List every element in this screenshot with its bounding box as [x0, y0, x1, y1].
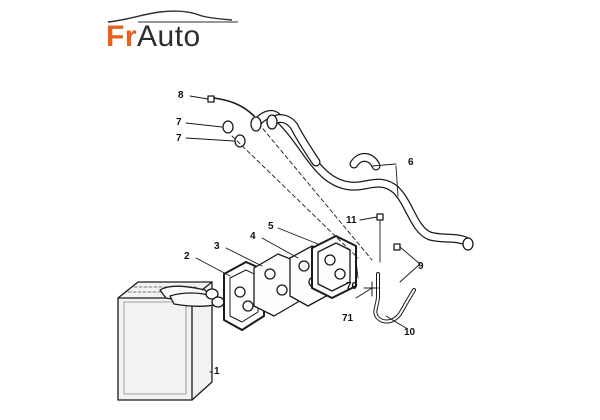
frauto-logo: FrAuto	[98, 8, 248, 56]
logo-part-auto: Auto	[137, 20, 201, 53]
o-rings-part-7	[222, 120, 246, 148]
hose-part-10	[363, 272, 416, 324]
callout-8: 8	[178, 90, 184, 101]
callout-4: 4	[250, 231, 256, 242]
callout-3: 3	[214, 241, 220, 252]
heater-core	[117, 281, 225, 401]
clip-part-8	[207, 95, 215, 103]
clip-part-8-wire	[213, 97, 255, 117]
callout-10: 10	[404, 327, 416, 338]
seal-part-5	[311, 235, 357, 299]
alignment-lines	[231, 117, 373, 261]
plate-part-3	[253, 253, 299, 317]
callout-11: 11	[346, 215, 357, 226]
callout-7-lower: 7	[176, 133, 182, 144]
logo-wordmark: FrAuto	[106, 22, 201, 52]
callout-5: 5	[268, 221, 274, 232]
callout-6: 6	[408, 157, 414, 168]
callout-70: 70	[346, 281, 358, 292]
callout-1: 1	[214, 366, 220, 377]
hose-assembly-part-6	[250, 109, 474, 251]
callout-7-upper: 7	[176, 117, 182, 128]
callout-71: 71	[342, 313, 354, 324]
logo-part-fr: Fr	[106, 20, 137, 53]
car-silhouette-icon	[107, 10, 238, 23]
clip-part-9	[393, 243, 401, 251]
callout-2: 2	[184, 251, 190, 262]
callout-9: 9	[418, 261, 424, 272]
leader-lines	[185, 95, 421, 373]
clip-part-11	[376, 213, 384, 221]
